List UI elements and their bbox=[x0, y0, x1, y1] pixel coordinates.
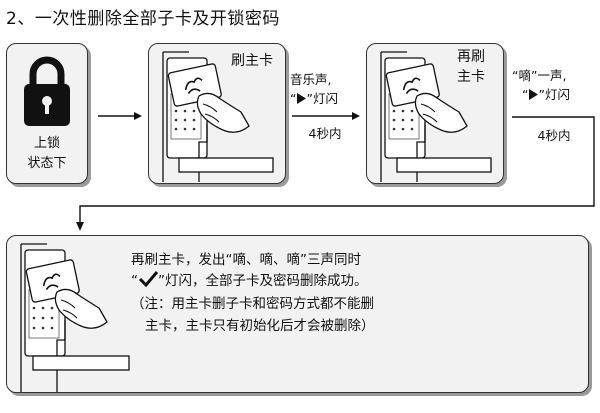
result-line-2: “ ”灯闪，全部子卡及密码删除成功。 bbox=[131, 271, 368, 292]
arrow-2 bbox=[292, 112, 360, 120]
result-line-1: 再刷主卡，发出“嘀、嘀、嘀”三声同时 bbox=[131, 252, 361, 268]
result-note-line-2: 主卡，主卡只有初始化后才会被删除） bbox=[145, 318, 375, 334]
triangle-light-icon bbox=[297, 93, 307, 104]
step-locked-panel: 上锁 状态下 bbox=[6, 43, 88, 184]
arrow-2-light: “ ”灯闪 bbox=[290, 89, 360, 108]
hand-card-lock-illustration bbox=[380, 51, 492, 182]
arrow-3-quote-close: ”灯闪 bbox=[538, 87, 570, 102]
arrow-2-caption: 音乐声, “ ”灯闪 bbox=[290, 70, 360, 108]
step-reswipe-panel: 再刷 主卡 bbox=[366, 43, 504, 184]
result-quote-open: “ bbox=[131, 273, 138, 289]
step-locked-label-1: 上锁 bbox=[33, 136, 60, 151]
page-title: 2、一次性删除全部子卡及开锁密码 bbox=[6, 9, 280, 29]
hand-card-lock-illustration bbox=[20, 243, 130, 392]
result-panel: 再刷主卡，发出“嘀、嘀、嘀”三声同时 “ ”灯闪，全部子卡及密码删除成功。 （注：… bbox=[6, 235, 589, 393]
result-note-line-1: （注：用主卡删子卡和密码方式都不能删 bbox=[131, 296, 374, 312]
arrow-2-time: 4秒内 bbox=[308, 126, 342, 141]
result-quote-close: ”灯闪，全部子卡及密码删除成功。 bbox=[158, 273, 368, 289]
padlock-icon bbox=[24, 56, 70, 126]
arrow-3-sound: “嘀”一声, bbox=[512, 68, 567, 83]
hand-card-lock-illustration bbox=[162, 51, 274, 182]
step-locked-label-2: 状态下 bbox=[27, 156, 67, 171]
step-reswipe-label-2: 主卡 bbox=[457, 69, 485, 85]
arrow-3-light: “ ”灯闪 bbox=[512, 85, 598, 104]
checkmark-icon bbox=[138, 271, 159, 288]
arrow-2-quote-close: ”灯闪 bbox=[306, 91, 338, 106]
arrow-3-quote-open: “ bbox=[522, 87, 529, 102]
arrow-2-sound: 音乐声, bbox=[290, 72, 332, 87]
triangle-light-icon bbox=[529, 89, 539, 100]
arrow-1 bbox=[98, 112, 142, 120]
step-swipe-label: 刷主卡 bbox=[231, 53, 273, 69]
step-swipe-panel: 刷主卡 bbox=[148, 43, 286, 184]
step-reswipe-label-1: 再刷 bbox=[457, 49, 485, 65]
arrow-2-quote-open: “ bbox=[290, 91, 297, 106]
arrow-3-caption: “嘀”一声, “ ”灯闪 bbox=[512, 66, 598, 104]
arrow-3-time: 4秒内 bbox=[537, 128, 571, 143]
